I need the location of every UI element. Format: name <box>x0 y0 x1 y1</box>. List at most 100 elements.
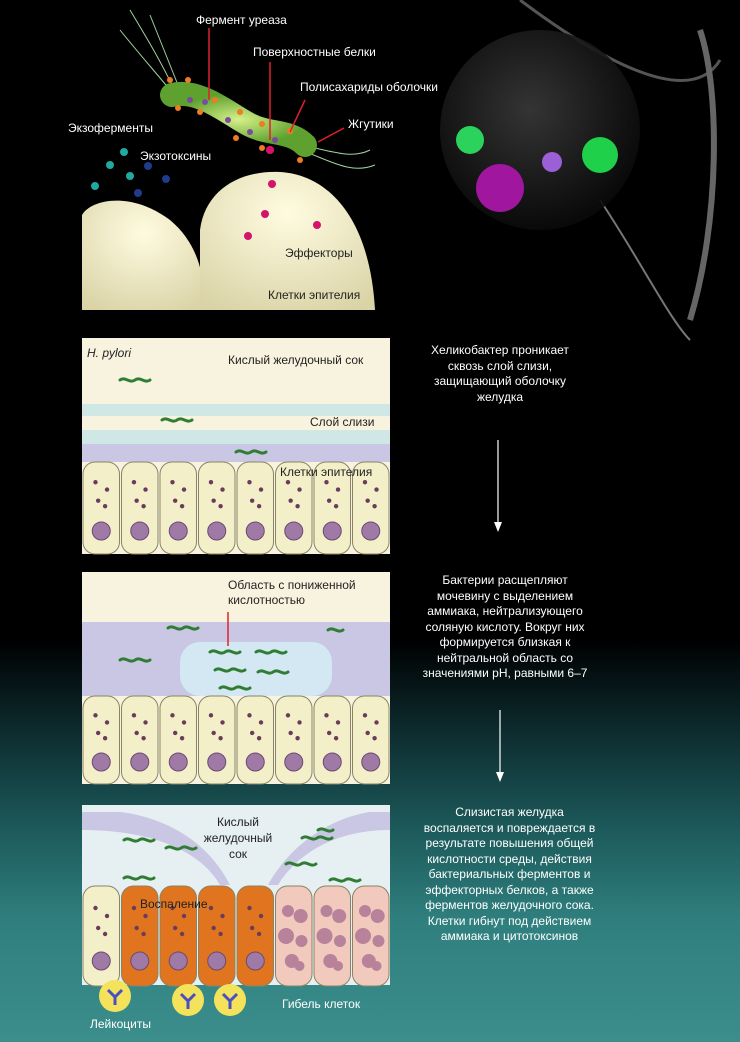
granule <box>220 487 225 492</box>
granule <box>143 720 148 725</box>
granule <box>170 905 175 911</box>
granule <box>295 503 300 509</box>
dead-cell-vesicle <box>355 928 372 944</box>
panel1-description: Хеликобактер проникает сквозь слой слизи… <box>431 343 569 404</box>
dead-cell-vesicle <box>370 909 385 923</box>
granule <box>218 503 223 509</box>
granule <box>372 503 377 509</box>
panel3-leukocytes-label: Лейкоциты <box>90 1017 152 1031</box>
dead-cell-vesicle <box>295 935 308 947</box>
granule <box>362 713 368 718</box>
granule <box>172 498 178 503</box>
dead-cell-vesicle <box>372 935 385 947</box>
dead-cell-vesicle <box>320 905 333 917</box>
epithelial-cells <box>82 171 375 310</box>
granule <box>208 905 214 911</box>
dead-cell-vesicle <box>278 928 295 944</box>
granule <box>179 736 185 741</box>
granule <box>131 480 137 485</box>
label-top-epithelium: Клетки эпителия <box>268 288 361 302</box>
granule <box>258 487 264 492</box>
panel1-mucus-label: Слой слизи <box>310 415 375 429</box>
cell-nucleus <box>284 752 304 772</box>
granule <box>256 503 262 509</box>
granule <box>172 925 178 931</box>
granule <box>211 730 216 736</box>
dead-cell-vesicle <box>316 928 333 944</box>
bacterium-illustration <box>82 0 722 341</box>
cell-nucleus <box>168 951 188 971</box>
granule <box>172 730 178 736</box>
dead-cell-vesicle <box>294 961 305 971</box>
epithelial-row-1 <box>82 461 390 555</box>
cell-nucleus <box>168 752 188 772</box>
granule <box>141 931 146 937</box>
granule <box>249 498 255 503</box>
cell-nucleus <box>245 951 265 971</box>
granule <box>104 913 110 919</box>
granule <box>181 913 187 919</box>
dead-cell-vesicle <box>333 961 344 971</box>
granule <box>170 713 175 718</box>
bacteria-group-1 <box>118 377 268 455</box>
panel2-area-label: Область с пониженной кислотностью <box>228 578 356 607</box>
epithelial-cell <box>236 885 274 987</box>
granule <box>324 480 329 485</box>
dead-cell-vesicle <box>293 909 308 923</box>
label-surface-proteins: Поверхностные белки <box>253 45 376 59</box>
panel3-cell-death-label: Гибель клеток <box>282 997 361 1011</box>
granule <box>181 720 187 725</box>
granule <box>333 503 339 509</box>
granule <box>134 925 139 931</box>
granule <box>249 730 255 736</box>
granule <box>211 498 216 503</box>
granule <box>247 480 252 485</box>
label-urease: Фермент уреаза <box>196 13 287 27</box>
cell-nucleus <box>207 951 227 971</box>
granule <box>102 736 108 741</box>
granule <box>95 730 101 736</box>
panel3-acid-label: Кислый желудочный сок <box>203 815 273 861</box>
granule <box>365 498 370 503</box>
granule <box>211 925 216 931</box>
dead-cell-vesicle <box>332 909 347 923</box>
panel3-inflammation-label: Воспаление <box>140 897 208 911</box>
granule <box>181 487 187 492</box>
granule <box>247 713 252 718</box>
granule <box>104 487 110 492</box>
label-polysaccharides: Полисахариды оболочки <box>300 80 438 94</box>
label-exoenzymes: Экзоферменты <box>68 121 153 135</box>
granule <box>333 736 339 741</box>
granule <box>170 480 175 485</box>
granule <box>365 730 370 736</box>
granule <box>143 913 148 919</box>
dead-cell-vesicle <box>333 935 346 947</box>
granule <box>288 730 293 736</box>
cell-nucleus <box>245 521 265 541</box>
granule <box>326 498 332 503</box>
granule <box>326 730 332 736</box>
granule <box>362 480 368 485</box>
granule <box>93 905 98 911</box>
granule <box>249 925 255 931</box>
granule <box>104 720 110 725</box>
cell-nucleus <box>168 521 188 541</box>
label-flagella: Жгутики <box>348 117 394 131</box>
granule <box>208 480 214 485</box>
granule <box>131 713 137 718</box>
granule <box>93 713 98 718</box>
exotoxin-particles <box>91 148 170 197</box>
granule <box>95 925 101 931</box>
granule <box>258 720 264 725</box>
granule <box>179 503 185 509</box>
granule <box>131 905 137 911</box>
label-exotoxins: Экзотоксины <box>140 149 212 163</box>
granule <box>285 713 291 718</box>
panel1-species-label: H. pylori <box>87 346 132 360</box>
granule <box>95 498 101 503</box>
dead-cell-vesicle <box>358 905 371 917</box>
